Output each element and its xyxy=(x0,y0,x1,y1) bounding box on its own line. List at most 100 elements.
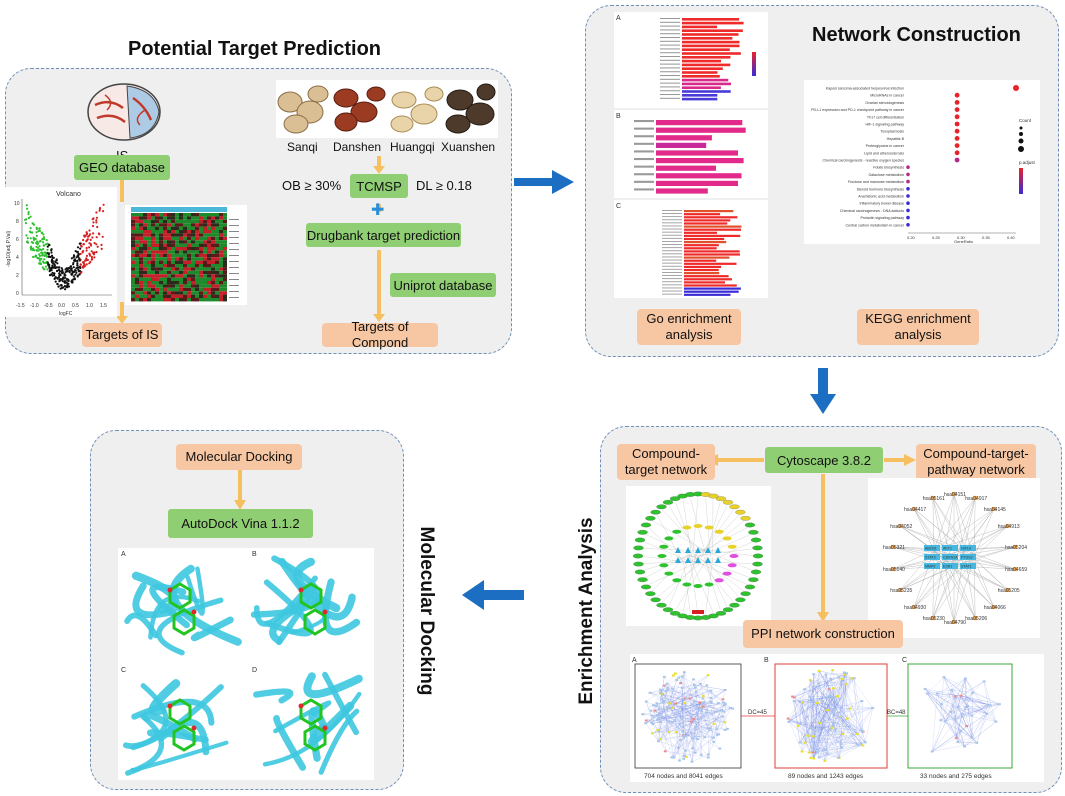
volcano-point xyxy=(30,248,33,251)
ppi-edge xyxy=(809,733,858,753)
heatmap-cell xyxy=(223,253,227,258)
volcano-point xyxy=(52,256,55,259)
volcano-point xyxy=(56,266,60,269)
ppi-edge xyxy=(819,697,828,730)
ppi-node xyxy=(680,686,684,689)
ctpn-edge xyxy=(932,549,965,619)
heatmap-cell xyxy=(179,287,183,292)
heatmap-cell xyxy=(203,291,207,295)
heatmap-cell xyxy=(171,284,175,288)
heatmap-cell xyxy=(187,260,191,264)
volcano-ylabel: -log10(adj.P.Val) xyxy=(6,230,12,267)
ctpn-target-label: ABCB1 xyxy=(925,547,937,551)
volcano-point xyxy=(63,274,66,277)
heatmap-cell xyxy=(219,267,223,271)
heatmap-cell xyxy=(199,236,203,241)
volcano-ytick-5: 0 xyxy=(16,291,19,297)
ppi-edge xyxy=(790,678,831,721)
ppi-edge xyxy=(962,692,973,714)
ppi-edge xyxy=(972,692,1000,705)
ppi-edge xyxy=(667,689,704,699)
ppi-node xyxy=(670,756,674,759)
heatmap-cell xyxy=(211,230,215,234)
heatmap-cell xyxy=(179,291,183,295)
ppi-edge xyxy=(700,702,724,708)
ppi-node xyxy=(674,702,678,705)
ppi-node xyxy=(960,712,964,715)
autodock-vina-box: AutoDock Vina 1.1.2 xyxy=(168,509,313,538)
heatmap-cell xyxy=(131,260,135,264)
heatmap-cell xyxy=(211,226,215,230)
dl-criterion: DL ≥ 0.18 xyxy=(416,178,472,193)
heatmap-cell xyxy=(219,281,223,285)
volcano-point xyxy=(70,257,73,260)
ligand-oxygen xyxy=(167,703,173,709)
ppi-edge xyxy=(794,701,799,726)
heatmap-cell xyxy=(219,270,223,275)
ppi-node xyxy=(831,669,834,672)
heatmap-cell xyxy=(183,213,187,217)
ppi-node xyxy=(671,706,675,709)
heatmap-cell xyxy=(167,260,171,264)
ctn-red-node xyxy=(692,610,704,614)
ctn-target-node xyxy=(637,529,648,535)
kegg-term-label: Prolactin signaling pathway xyxy=(860,216,904,220)
ctpn-pathway-node xyxy=(973,495,978,500)
heatmap-cell xyxy=(135,291,139,295)
ppi-node xyxy=(680,675,684,678)
ppi-node xyxy=(706,674,710,677)
ppi-node xyxy=(644,700,648,703)
ppi-edge xyxy=(678,747,680,761)
volcano-point xyxy=(72,256,75,259)
heatmap-cell xyxy=(219,257,223,261)
ppi-node xyxy=(712,740,716,743)
volcano-point xyxy=(64,288,67,291)
heatmap-cell xyxy=(191,250,195,254)
ppi-node xyxy=(953,695,957,698)
volcano-point xyxy=(30,241,34,244)
ppi-node xyxy=(833,695,836,698)
ctn-target-node xyxy=(640,584,652,590)
ppi-edge xyxy=(854,678,864,732)
ppi-node xyxy=(712,722,716,725)
heatmap-cell xyxy=(187,219,191,224)
ppi-node xyxy=(709,701,713,704)
heatmap-cell xyxy=(223,294,227,298)
volcano-point xyxy=(85,263,88,266)
ppi-edge xyxy=(794,701,826,750)
ppi-edge xyxy=(810,680,847,685)
heatmap-cell xyxy=(175,298,179,302)
ppi-edge xyxy=(925,688,942,705)
ppi-node xyxy=(666,706,669,709)
ppi-node xyxy=(975,741,979,744)
ppi-edge xyxy=(819,678,852,723)
heatmap-cell xyxy=(215,257,219,261)
volcano-point xyxy=(32,255,35,259)
ppi-node xyxy=(925,692,929,695)
volcano-point xyxy=(47,243,51,246)
ctpn-edge xyxy=(973,557,1008,591)
heatmap-cell xyxy=(175,281,179,285)
ppi-node xyxy=(689,720,693,723)
compound-target-network-box: Compound-target network xyxy=(617,444,715,480)
heatmap-cell xyxy=(215,281,219,285)
ppi-node xyxy=(663,750,667,753)
heatmap-cell xyxy=(179,260,183,264)
heatmap-cell xyxy=(187,233,191,237)
volcano-point xyxy=(32,247,35,250)
ctn-edge xyxy=(702,540,755,566)
volcano-point xyxy=(56,269,59,273)
heatmap-cell xyxy=(139,291,143,295)
volcano-plot: Volcano -1.5 -1.0 -0.5 0.0 0.5 1.0 1.5 1… xyxy=(4,187,117,317)
heatmap-cell xyxy=(151,260,155,264)
heatmap-cell xyxy=(155,243,159,247)
heatmap-cell xyxy=(159,281,163,285)
heatmap-cell xyxy=(143,287,147,292)
ppi-edge xyxy=(817,678,831,703)
go-bar xyxy=(656,180,738,186)
heatmap-cell xyxy=(171,240,175,244)
heatmap-cell xyxy=(211,277,215,281)
heatmap-cell xyxy=(203,260,207,264)
ctn-target-node xyxy=(633,561,644,567)
ctn-target-node xyxy=(740,515,751,521)
